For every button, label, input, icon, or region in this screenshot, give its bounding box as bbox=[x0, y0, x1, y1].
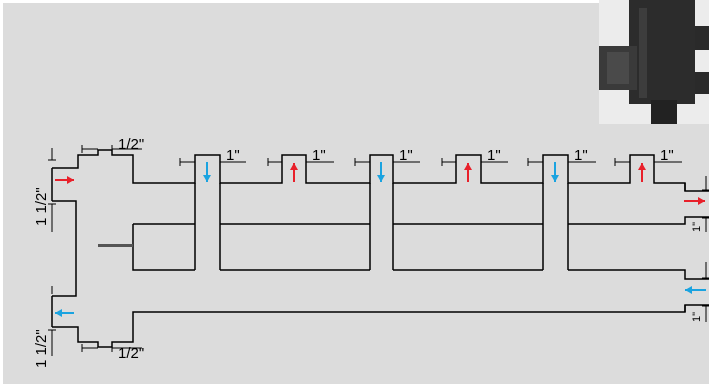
bottom-header-dimension: 1 1/2" bbox=[33, 329, 50, 368]
fitting-photo bbox=[599, 0, 709, 124]
right-top-dimension: 1" bbox=[691, 222, 703, 232]
sensor-rod bbox=[98, 244, 133, 247]
manifold-fitting-photo-icon bbox=[599, 0, 709, 124]
branch-2-dimension: 1" bbox=[312, 147, 326, 164]
top-outlet-dimension: 1/2" bbox=[118, 136, 144, 153]
right-return-arrow-icon bbox=[685, 286, 706, 294]
dimension-lines bbox=[48, 145, 709, 356]
branch-6-supply-arrow-icon bbox=[638, 163, 646, 182]
right-bottom-dimension: 1" bbox=[691, 312, 703, 322]
left-supply-inlet-arrow-icon bbox=[55, 176, 74, 184]
bottom-outlet-dimension: 1/2" bbox=[118, 345, 144, 362]
diagram-background bbox=[3, 3, 709, 384]
branch-2-supply-arrow-icon bbox=[290, 163, 298, 182]
top-header-dimension: 1 1/2" bbox=[33, 187, 50, 226]
manifold-outline bbox=[51, 149, 709, 348]
right-supply-arrow-icon bbox=[684, 197, 705, 205]
flow-arrows bbox=[55, 162, 706, 317]
branch-5-dimension: 1" bbox=[574, 147, 588, 164]
branch-3-return-arrow-icon bbox=[377, 162, 385, 182]
left-return-outlet-arrow-icon bbox=[55, 309, 74, 317]
branch-5-return-arrow-icon bbox=[551, 162, 559, 182]
branch-4-dimension: 1" bbox=[487, 147, 501, 164]
branch-3-dimension: 1" bbox=[399, 147, 413, 164]
branch-4-supply-arrow-icon bbox=[464, 163, 472, 182]
branch-6-dimension: 1" bbox=[660, 147, 674, 164]
branch-1-dimension: 1" bbox=[226, 147, 240, 164]
branch-1-return-arrow-icon bbox=[203, 162, 211, 182]
